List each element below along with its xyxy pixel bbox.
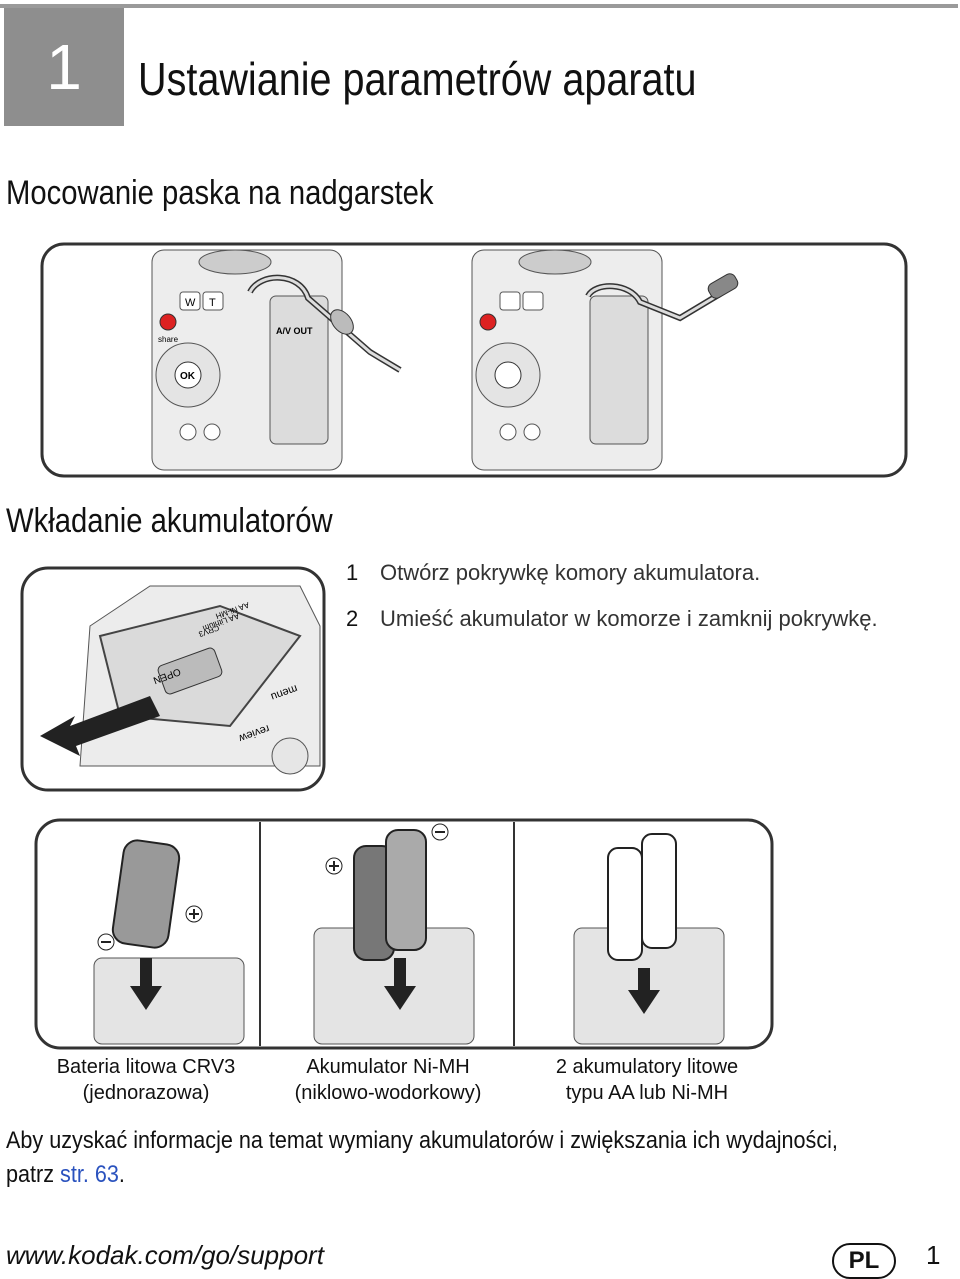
battery-door-illustration: OPEN CRV3 AA Lithium AA Ni-MH review men…: [20, 566, 326, 792]
battery-heading: Wkładanie akumulatorów: [6, 502, 333, 540]
nimh-battery: [313, 823, 475, 1045]
top-rule: [0, 4, 958, 8]
option-2-line2: (niklowo-wodorkowy): [294, 1082, 482, 1104]
ok-label: OK: [180, 371, 196, 382]
step-1: 1 Otwórz pokrywkę komory akumulatora.: [346, 560, 760, 586]
option-1-line1: Bateria litowa CRV3: [56, 1056, 236, 1078]
battery-note-text: Aby uzyskać informacje na temat wymiany …: [6, 1127, 838, 1188]
step-1-number: 1: [346, 560, 359, 585]
option-1-line2: (jednorazowa): [82, 1082, 210, 1104]
option-caption-2: Akumulator Ni-MH (niklowo-wodorkowy): [268, 1054, 508, 1106]
page-63-link[interactable]: str. 63: [60, 1161, 119, 1188]
option-caption-1: Bateria litowa CRV3 (jednorazowa): [26, 1054, 266, 1106]
step-2: 2 Umieść akumulator w komorze i zamknij p…: [346, 606, 878, 632]
share-label: share: [158, 335, 179, 344]
support-url[interactable]: www.kodak.com/go/support: [6, 1240, 324, 1270]
camera-back-left: W T share OK A/V OUT: [151, 249, 343, 471]
chapter-number: 1: [4, 8, 124, 126]
page-number: 1: [926, 1240, 941, 1270]
camera-back-right: [471, 249, 663, 471]
option-caption-3: 2 akumulatory litowe typu AA lub Ni-MH: [522, 1054, 772, 1106]
option-3-line2: typu AA lub Ni-MH: [565, 1082, 729, 1104]
page-title: Ustawianie parametrów aparatu: [138, 53, 697, 105]
language-badge: PL: [832, 1243, 896, 1279]
strap-illustration: W T share OK A/V OUT: [40, 242, 908, 478]
battery-note: Aby uzyskać informacje na temat wymiany …: [6, 1124, 852, 1192]
w-label: W: [185, 297, 196, 309]
step-1-text: Otwórz pokrywkę komory akumulatora.: [380, 560, 761, 585]
step-2-text: Umieść akumulator w komorze i zamknij po…: [380, 606, 878, 631]
battery-note-end: .: [118, 1161, 125, 1188]
av-out-label: A/V OUT: [276, 326, 313, 336]
open-arrow: [40, 696, 160, 756]
crv3-battery: [93, 839, 245, 1045]
t-label: T: [209, 297, 216, 309]
aa-batteries: [573, 833, 725, 1045]
option-2-line1: Akumulator Ni-MH: [306, 1056, 470, 1078]
battery-options-illustration: [34, 818, 774, 1050]
strap-heading: Mocowanie paska na nadgarstek: [6, 174, 434, 212]
step-2-number: 2: [346, 606, 359, 631]
option-3-line1: 2 akumulatory litowe: [555, 1056, 739, 1078]
